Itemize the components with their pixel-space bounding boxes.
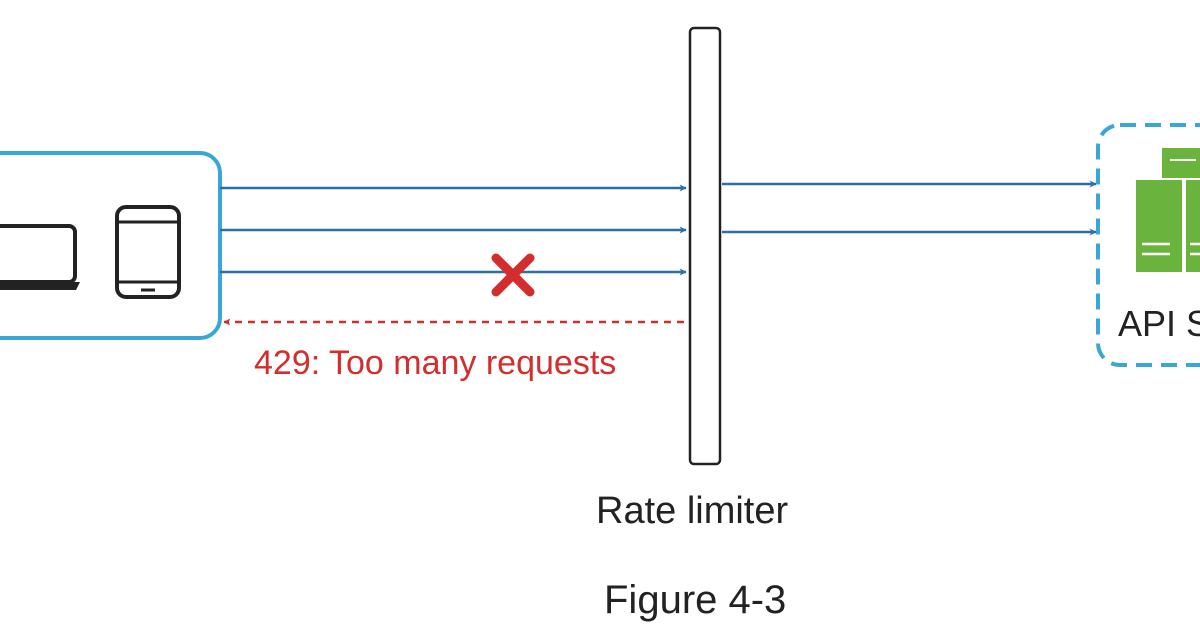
error-response-label: 429: Too many requests bbox=[254, 344, 617, 382]
api-server-label: API S bbox=[1118, 303, 1200, 344]
figure-caption: Figure 4-3 bbox=[604, 578, 787, 622]
rate-limiter-label: Rate limiter bbox=[596, 490, 789, 532]
api-server-box bbox=[1096, 123, 1200, 367]
red-x-icon bbox=[491, 253, 535, 297]
rate-limiter-bar bbox=[688, 26, 722, 466]
client-box bbox=[0, 151, 222, 340]
laptop-icon bbox=[0, 224, 80, 290]
server-rack-icon bbox=[1136, 148, 1200, 272]
mobile-phone-icon bbox=[115, 205, 181, 299]
